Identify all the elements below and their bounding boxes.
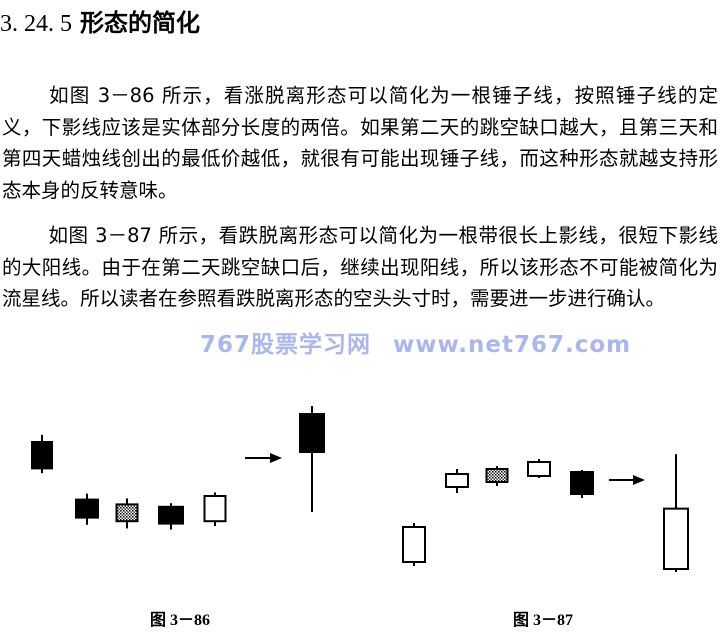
fig1-candle-5-body — [203, 495, 227, 523]
fig1-candle-3-body — [115, 503, 139, 523]
fig1-candle-2-body — [75, 498, 99, 519]
fig1-candle-1-body — [31, 441, 53, 470]
fig1-arrow-icon — [270, 453, 282, 463]
fig2-candle-3-body — [485, 468, 509, 483]
fig2-arrow-icon — [633, 475, 645, 485]
paragraph-1: 如图 3－86 所示，看涨脱离形态可以简化为一根锤子线，按照锤子线的定义，下影线… — [2, 80, 718, 206]
fig1-candle-4-body — [158, 505, 184, 525]
candlestick-figures — [31, 406, 689, 572]
fig2-candle-5-body — [570, 471, 594, 495]
paragraph-1-text: 如图 3－86 所示，看涨脱离形态可以简化为一根锤子线，按照锤子线的定义，下影线… — [2, 84, 718, 202]
paragraph-2: 如图 3－87 所示，看跌脱离形态可以简化为一根带很长上影线，很短下影线的大阳线… — [2, 220, 718, 315]
section-title: 形态的简化 — [80, 9, 200, 37]
fig1-result-body — [299, 413, 325, 453]
figure-86-caption: 图 3－86 — [150, 612, 211, 629]
figure-87-caption: 图 3－87 — [513, 612, 574, 629]
fig2-candle-4-body — [527, 461, 551, 477]
watermark-site: 767股票学习网 — [200, 332, 372, 358]
watermark-url: www.net767.com — [393, 332, 632, 358]
fig2-candle-1-body — [402, 526, 426, 563]
section-heading: 3. 24. 5 形态的简化 — [0, 6, 723, 40]
paragraph-2-text: 如图 3－87 所示，看跌脱离形态可以简化为一根带很长上影线，很短下影线的大阳线… — [2, 224, 718, 310]
fig2-candle-2-body — [445, 473, 469, 488]
watermark: 767股票学习网 www.net767.com — [200, 325, 631, 359]
section-number: 3. 24. 5 — [0, 11, 72, 37]
fig2-result-body — [663, 507, 689, 571]
